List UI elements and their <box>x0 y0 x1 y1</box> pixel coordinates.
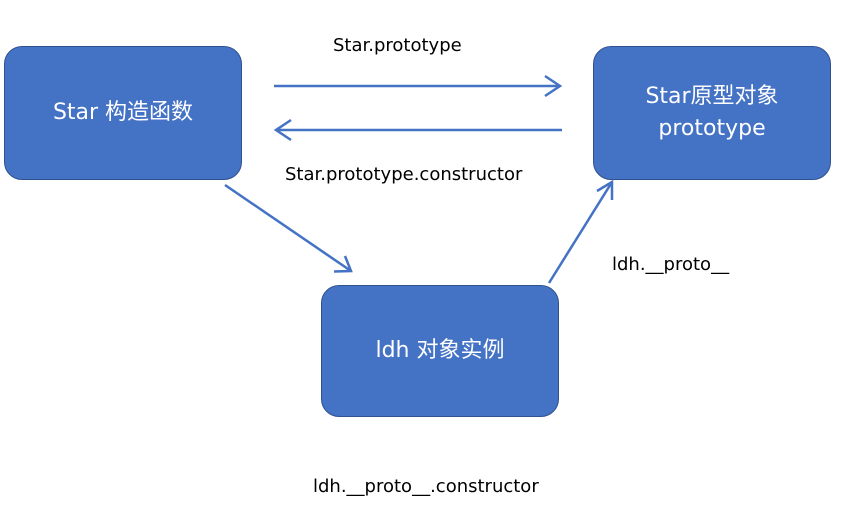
arrow-constructor-instance <box>224 183 353 273</box>
edge-label-star-prototype: Star.prototype <box>333 35 462 56</box>
ldh-instance-node-label: ldh 对象实例 <box>375 338 505 364</box>
ldh-instance-node: ldh 对象实例 <box>321 285 559 417</box>
star-prototype-node: Star原型对象 prototype <box>593 46 831 180</box>
star-prototype-node-sublabel: prototype <box>658 116 766 141</box>
edge-label-ldh-proto: ldh.__proto__ <box>612 254 730 275</box>
star-constructor-node-label: Star 构造函数 <box>52 100 194 126</box>
arrow-star-prototype <box>274 74 563 98</box>
edge-label-prototype-constructor: Star.prototype.constructor <box>285 164 523 185</box>
star-constructor-node: Star 构造函数 <box>4 46 242 180</box>
arrow-prototype-constructor <box>273 118 562 142</box>
edge-label-ldh-proto-constructor: ldh.__proto__.constructor <box>313 476 539 497</box>
star-prototype-node-label: Star原型对象 <box>645 84 779 110</box>
arrow-instance-prototype <box>547 179 614 284</box>
